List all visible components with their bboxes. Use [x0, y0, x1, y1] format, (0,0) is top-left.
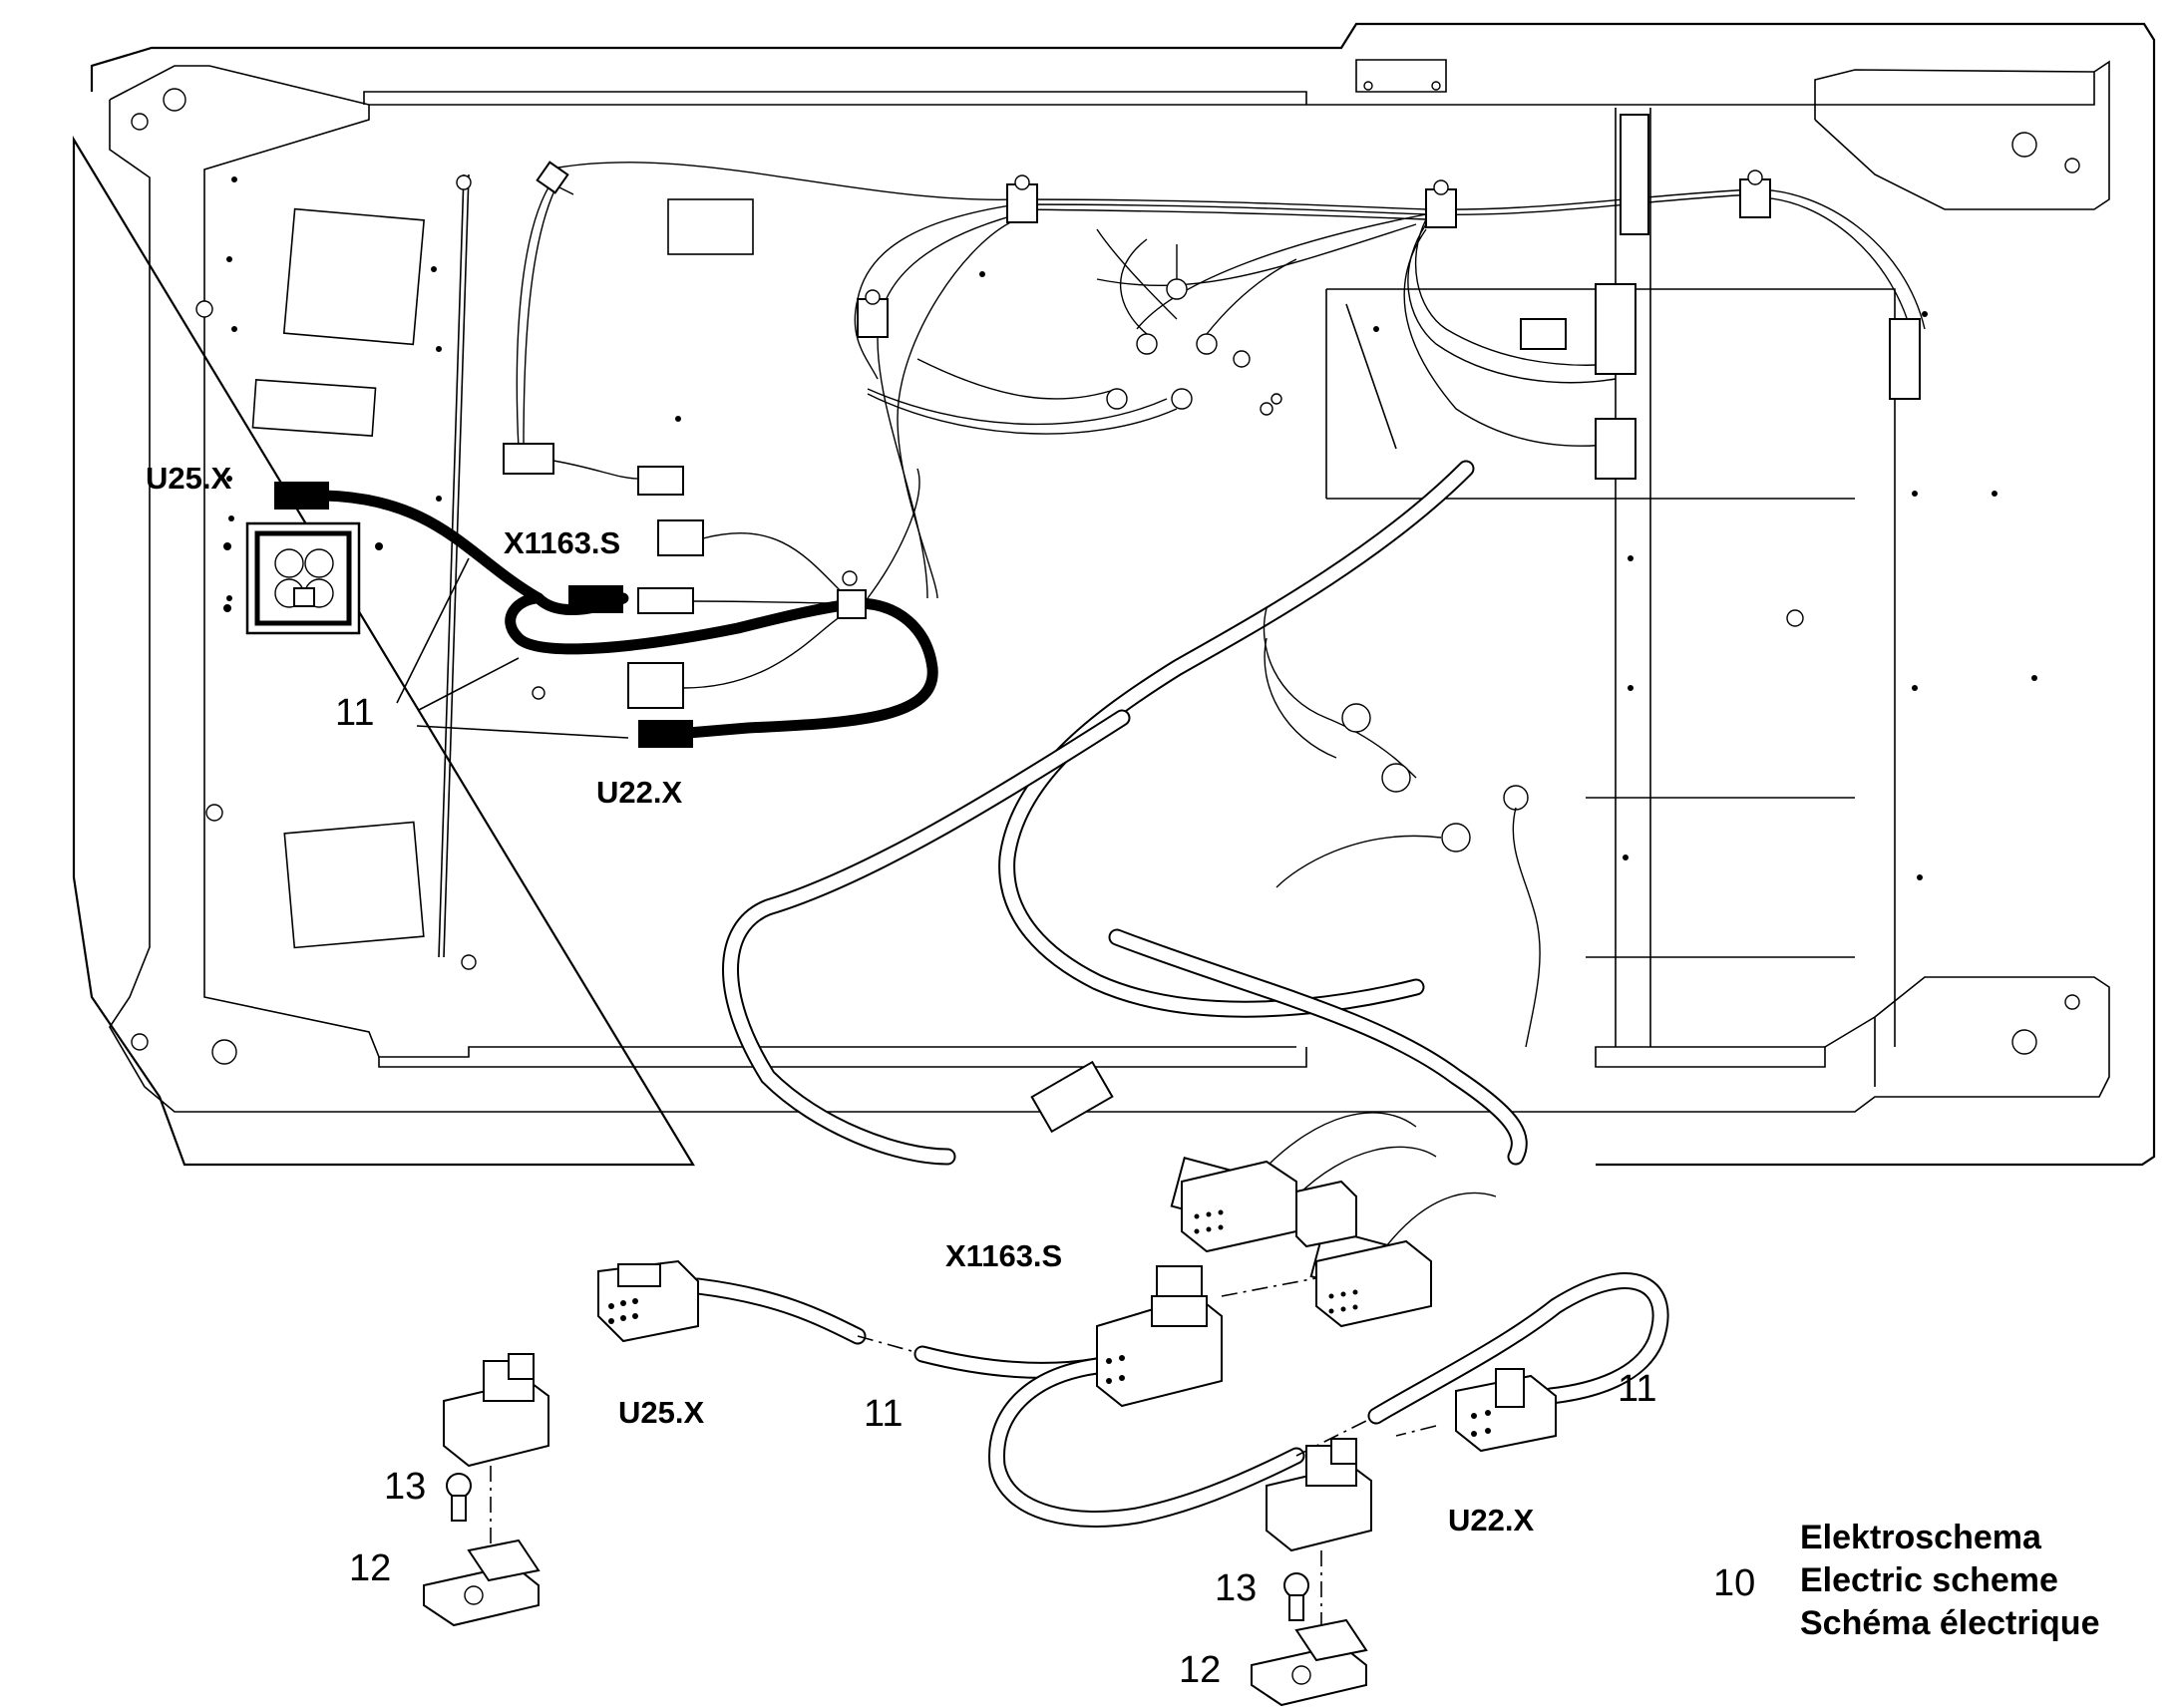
- label-item-11-mid: 11: [864, 1393, 903, 1435]
- label-u22-bottom: U22.X: [1448, 1503, 1534, 1537]
- cable-connector-u25: [597, 1259, 699, 1343]
- label-x1163-bottom: X1163.S: [945, 1238, 1062, 1273]
- label-u25-top: U25.X: [146, 461, 231, 496]
- label-u25-bottom: U25.X: [618, 1395, 704, 1430]
- legend: 10 Elektroschema Electric scheme Schéma …: [1713, 1519, 2099, 1642]
- legend-line-1: Elektroschema: [1800, 1519, 2042, 1556]
- label-item-13-right: 13: [1215, 1567, 1257, 1609]
- legend-number: 10: [1713, 1562, 1755, 1604]
- connector-u25-top: [274, 482, 329, 510]
- highlighted-cable-11-top: [274, 443, 938, 748]
- exploded-view: [423, 1160, 1669, 1707]
- label-item-13-left: 13: [384, 1466, 426, 1508]
- bracket-assembly-right: [1251, 1438, 1372, 1707]
- cable-connector-u22: [1455, 1368, 1557, 1453]
- label-u22-top: U22.X: [596, 775, 682, 810]
- legend-line-3: Schéma électrique: [1800, 1604, 2099, 1642]
- cable-connector-x1163: [1096, 1265, 1223, 1408]
- label-item-12-left: 12: [349, 1547, 391, 1589]
- mating-connectors-x1163: [1181, 1160, 1432, 1328]
- chassis-frame: [72, 22, 2156, 1167]
- connector-u22-top: [638, 720, 693, 748]
- bracket-assembly-left: [423, 1353, 549, 1627]
- legend-line-2: Electric scheme: [1800, 1561, 2058, 1599]
- label-x1163-top: X1163.S: [504, 525, 620, 560]
- main-wiring-harness: [516, 114, 1926, 1296]
- label-item-12-right: 12: [1179, 1649, 1221, 1691]
- label-item-11-top: 11: [335, 692, 374, 734]
- control-socket-housing: [223, 521, 383, 635]
- connector-x1163-top: [568, 585, 623, 613]
- label-item-11-right: 11: [1618, 1368, 1656, 1410]
